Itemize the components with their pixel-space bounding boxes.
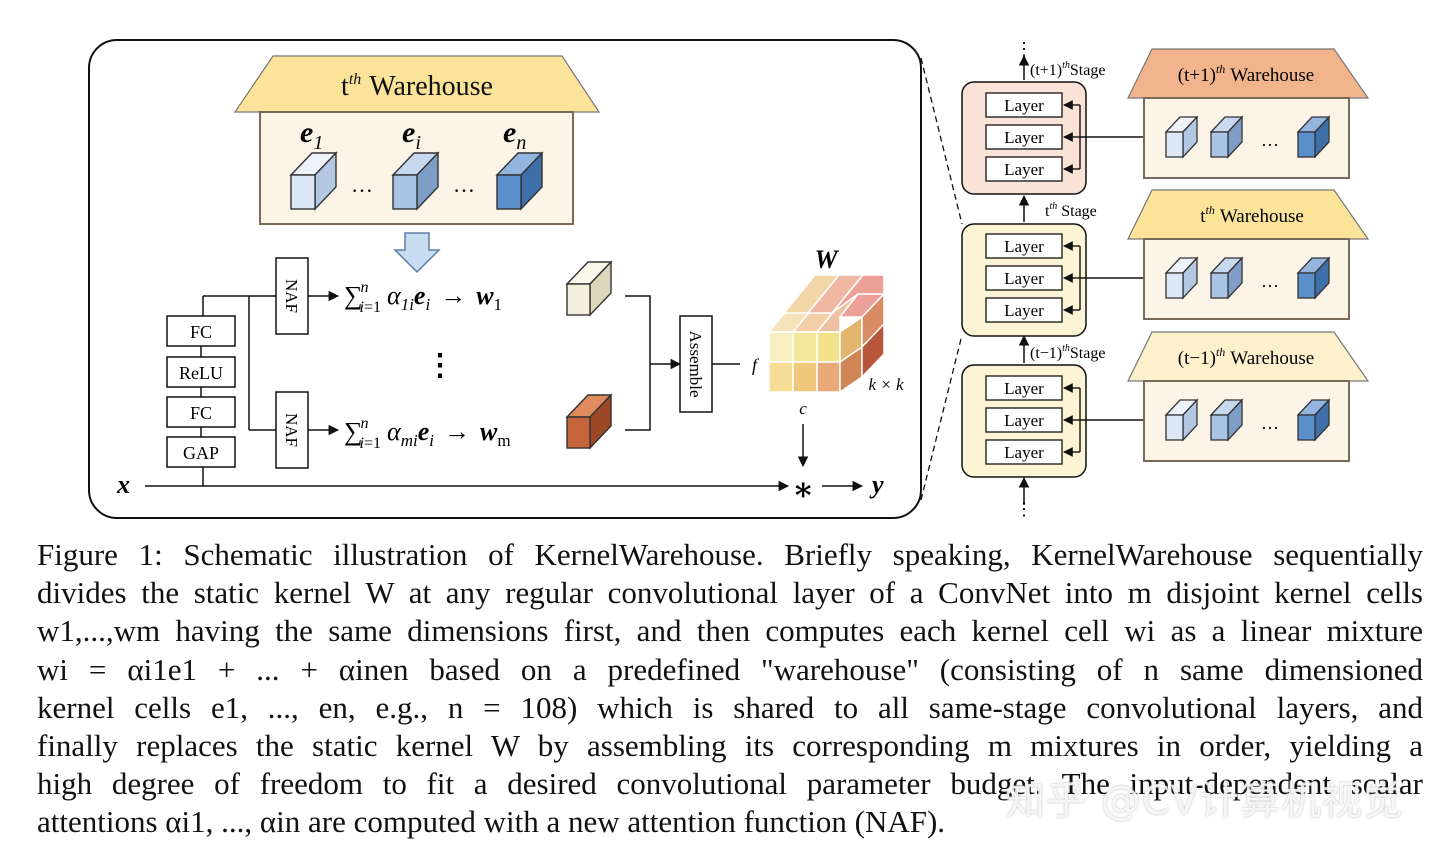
warehouse-cube-n <box>495 151 544 211</box>
naf-label-top: NAF <box>282 279 301 313</box>
warehouse-roof <box>233 55 601 113</box>
assemble-label: Assemble <box>686 330 705 397</box>
layer-label: Layer <box>1004 96 1044 115</box>
layer-label: Layer <box>1004 411 1044 430</box>
cube-ellipsis-2: … <box>453 172 475 197</box>
small-cube-ellipsis: … <box>1261 271 1279 291</box>
relu-label: ReLU <box>179 363 223 383</box>
caption-line-2: divides the static kernel W at any regul… <box>37 575 1423 611</box>
warehouse-cube-i <box>391 151 440 211</box>
caption-line-8: attentions αi1, ..., αin are computed wi… <box>37 804 946 840</box>
W-label: W <box>814 245 839 274</box>
stage-label-bottom: (t−1)thStage <box>1030 343 1105 362</box>
star-operator: ∗ <box>792 471 814 507</box>
naf-box-bottom <box>275 391 309 469</box>
cell-label-en: en <box>503 116 526 154</box>
stage-layers: Layer Layer Layer Layer Layer Layer Laye… <box>985 92 1063 465</box>
naf-label-bottom: NAF <box>282 413 301 447</box>
small-cube-ellipsis: … <box>1261 130 1279 150</box>
vdots: ⋮ <box>425 349 455 382</box>
fc-top-label: FC <box>190 322 212 342</box>
warehouse-cube-1 <box>289 151 338 211</box>
caption-line-3: w1,...,wm having the same dimensions fir… <box>37 613 1423 649</box>
layer-stack: FC ReLU FC GAP <box>166 315 236 468</box>
small-cube <box>1209 398 1244 442</box>
stage-label-mid: tth Stage <box>1045 201 1097 220</box>
small-cube <box>1209 256 1244 300</box>
w1-cube <box>565 260 613 317</box>
small-cube <box>1164 256 1199 300</box>
W-kernel-cube <box>767 274 886 394</box>
down-arrow-icon <box>393 232 441 274</box>
caption-line-7: high degree of freedom to fit a desired … <box>37 766 1423 802</box>
stage-label-top: (t+1)thStage <box>1030 60 1105 79</box>
cell-label-e1: e1 <box>300 116 323 154</box>
c-label: c <box>799 399 807 418</box>
layer-label: Layer <box>1004 128 1044 147</box>
cell-labels: e1 ei en <box>300 116 526 154</box>
layer-label: Layer <box>1004 269 1044 288</box>
cube-ellipsis-1: … <box>351 172 373 197</box>
top-vdots: ⋮ <box>1015 39 1033 59</box>
small-cube-ellipsis: … <box>1261 413 1279 433</box>
cell-label-ei: ei <box>402 116 421 154</box>
dashed-link-bottom <box>920 334 963 501</box>
dashed-link-top <box>920 57 963 225</box>
warehouse-feed-arrows <box>1063 100 1144 457</box>
small-cubes <box>1164 115 1331 442</box>
assemble-box <box>679 315 713 413</box>
caption-line-5: kernel cells e1, ..., en, e.g., n = 108)… <box>37 689 1423 725</box>
figure-caption: Figure 1: Schematic illustration of Kern… <box>37 536 1423 842</box>
caption-line-6: finally replaces the static kernel W by … <box>37 728 1423 764</box>
y-label: y <box>869 470 884 499</box>
x-label: x <box>116 470 130 499</box>
small-cube <box>1164 115 1199 159</box>
gap-label: GAP <box>183 443 219 463</box>
bottom-vdots: ⋮ <box>1015 499 1033 519</box>
small-cube <box>1296 115 1331 159</box>
layer-label: Layer <box>1004 301 1044 320</box>
wm-cube <box>565 393 613 450</box>
f-label: f <box>752 355 760 375</box>
kxk-label: k × k <box>868 375 904 394</box>
layer-label: Layer <box>1004 443 1044 462</box>
small-cube <box>1296 398 1331 442</box>
caption-line-4: wi = αi1e1 + ... + αinen based on a pred… <box>37 651 1423 687</box>
small-cube <box>1164 398 1199 442</box>
fc-bottom-label: FC <box>190 403 212 423</box>
layer-label: Layer <box>1004 160 1044 179</box>
small-cube <box>1296 256 1331 300</box>
small-cube <box>1209 115 1244 159</box>
layer-label: Layer <box>1004 237 1044 256</box>
layer-label: Layer <box>1004 379 1044 398</box>
assemble-wires <box>625 295 740 431</box>
caption-line-1: Figure 1: Schematic illustration of Kern… <box>37 537 1423 572</box>
watermark: 知乎 @CV计算机视觉 <box>1005 778 1405 824</box>
